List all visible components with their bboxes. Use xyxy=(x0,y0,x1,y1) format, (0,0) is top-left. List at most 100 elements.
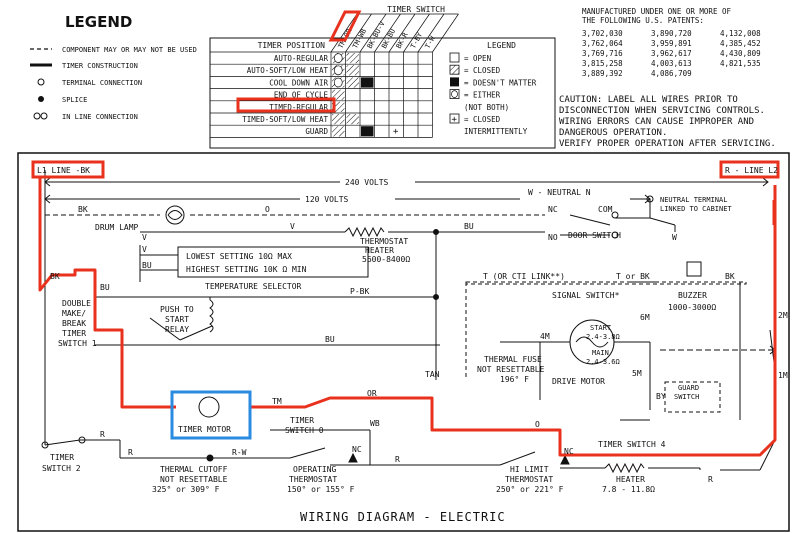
legend-title: LEGEND xyxy=(65,13,132,31)
timer-switch-4-label: TIMER SWITCH 4 xyxy=(598,440,666,449)
push-to-start-label: RELAY xyxy=(165,325,189,334)
chart-cell-closed xyxy=(346,65,359,76)
chart-key-label: (NOT BOTH) xyxy=(464,103,509,112)
patent-number: 3,890,720 xyxy=(651,29,692,38)
wire-v-label: V xyxy=(142,245,147,254)
heater-label: HEATER xyxy=(616,475,645,484)
com-label: COM xyxy=(598,205,613,214)
chart-col-header-line xyxy=(359,13,387,53)
wire-tm-label: TM xyxy=(272,397,282,406)
chart-cell-closed xyxy=(346,114,359,125)
timer-switch-0-label: SWITCH 0 xyxy=(285,426,324,435)
chart-cell-intermittent: + xyxy=(393,127,399,137)
chart-cell-closed xyxy=(332,89,345,100)
motor-1m-label: 1M xyxy=(778,371,788,380)
wire-bu-label: BU xyxy=(100,283,110,292)
guard-switch-label: GUARD xyxy=(678,384,699,392)
buzzer-label: BUZZER xyxy=(678,291,707,300)
start-winding-label: START xyxy=(590,324,612,332)
wire-o-label: O xyxy=(265,205,270,214)
wire-rw-label: R-W xyxy=(232,448,247,457)
key-either-symbol-inner xyxy=(451,90,458,98)
thermal-cutoff-label: THERMAL CUTOFF xyxy=(160,465,228,474)
patent-number: 4,430,809 xyxy=(720,49,761,58)
patents-heading: MANUFACTURED UNDER ONE OR MORE OF xyxy=(582,7,731,16)
caution-line: DANGEROUS OPERATION. xyxy=(559,128,667,138)
motor-6m-label: 6M xyxy=(640,313,650,322)
caution-line: WIRING ERRORS CAN CAUSE IMPROPER AND xyxy=(559,117,754,127)
l1-label: L1 LINE -BK xyxy=(37,166,90,175)
key-intermittent-plus: + xyxy=(452,115,458,125)
chart-cell-doesnt-matter xyxy=(361,77,374,88)
drive-motor-label: DRIVE MOTOR xyxy=(552,377,605,386)
chart-cell-either xyxy=(333,77,343,88)
chart-row-label: TIMED-SOFT/LOW HEAT xyxy=(242,115,328,124)
temperature-selector-label: TEMPERATURE SELECTOR xyxy=(205,282,302,291)
l1-highlight-box xyxy=(31,160,105,179)
patent-number: 4,086,709 xyxy=(651,69,692,78)
wire-wb-label: WB xyxy=(370,419,380,428)
main-winding-label: 2.4-3.6Ω xyxy=(586,358,620,366)
timer-switch-chart: TIMER SWITCH TIMER POSITION LEGEND + AUT… xyxy=(209,5,556,149)
operating-thermostat-label: THERMOSTAT xyxy=(289,475,337,484)
double-break-label: SWITCH 1 xyxy=(58,339,97,348)
highlight-tm-or-column xyxy=(328,10,362,42)
hi-limit-label: HI LIMIT xyxy=(510,465,549,474)
patent-number: 3,769,716 xyxy=(582,49,623,58)
patent-number: 4,821,535 xyxy=(720,59,761,68)
chart-cell-closed xyxy=(332,126,345,137)
door-switch-label: DOOR SWITCH xyxy=(568,231,621,240)
chart-column-label: BK-R xyxy=(395,31,410,50)
wire-r-label: R xyxy=(100,430,105,439)
thermal-fuse-label: 196° F xyxy=(500,375,529,384)
v120-label: 120 VOLTS xyxy=(305,195,349,204)
chart-row-label: END OF CYCLE xyxy=(274,91,329,100)
key-open-symbol xyxy=(449,52,460,63)
double-break-label: BREAK xyxy=(62,319,86,328)
wire-or-label: OR xyxy=(367,389,377,398)
key-intermittent-symbol xyxy=(449,113,460,124)
neutral-terminal-label: NEUTRAL TERMINAL xyxy=(660,196,727,204)
key-doesnt-matter-symbol xyxy=(450,77,459,87)
wire-w-label: W xyxy=(672,233,677,242)
patents-heading: THE FOLLOWING U.S. PATENTS: xyxy=(582,16,704,25)
lowest-setting-label: LOWEST SETTING 10Ω MAX xyxy=(186,252,292,261)
wire-v-label: V xyxy=(142,233,147,242)
timer-switch-0-label: TIMER xyxy=(290,416,314,425)
push-to-start-label: START xyxy=(165,315,189,324)
signal-switch-label: SIGNAL SWITCH* xyxy=(552,291,620,300)
chart-key-label: = OPEN xyxy=(464,54,491,63)
chart-col-header-line xyxy=(417,13,445,53)
patents-block: MANUFACTURED UNDER ONE OR MORE OF THE FO… xyxy=(582,7,761,78)
hi-limit-label: 250° or 221° F xyxy=(496,485,564,494)
chart-cell-closed xyxy=(332,114,345,125)
chart-key-label: = CLOSED xyxy=(464,66,501,75)
timer-position-header: TIMER POSITION xyxy=(258,41,326,50)
neutral-label: W - NEUTRAL N xyxy=(528,188,591,197)
push-to-start-label: PUSH TO xyxy=(160,305,194,314)
thermostat-heater-label: THERMOSTAT xyxy=(360,237,408,246)
chart-key-label: INTERMITTENTLY xyxy=(464,127,528,136)
wire-tan-label: TAN xyxy=(425,370,440,379)
patent-number: 3,815,258 xyxy=(582,59,623,68)
wire-r-label: R xyxy=(395,455,400,464)
thermal-fuse-label: THERMAL FUSE xyxy=(484,355,542,364)
buzzer-ohms-label: 1000-3000Ω xyxy=(668,303,716,312)
wire-r-label: R xyxy=(708,475,713,484)
caution-line: DISCONNECTION WHEN SERVICING CONTROLS. xyxy=(559,106,765,116)
patent-numbers: 3,702,0303,762,0643,769,7163,815,2583,88… xyxy=(582,29,761,78)
double-circle-symbol-a xyxy=(33,112,41,120)
chart-cell-closed xyxy=(346,77,359,88)
wire-o-label: O xyxy=(535,420,540,429)
chart-row-label: AUTO-SOFT/LOW HEAT xyxy=(247,66,329,75)
timer-motor-symbol xyxy=(198,396,220,418)
motor-4m-label: 4M xyxy=(540,332,550,341)
chart-key-label: = DOESN'T MATTER xyxy=(464,78,537,87)
key-either-symbol xyxy=(449,89,460,99)
chart-row-label: AUTO-REGULAR xyxy=(274,54,329,63)
wire-p-bk-label: P-BK xyxy=(350,287,369,296)
chart-cell-either xyxy=(333,53,343,63)
